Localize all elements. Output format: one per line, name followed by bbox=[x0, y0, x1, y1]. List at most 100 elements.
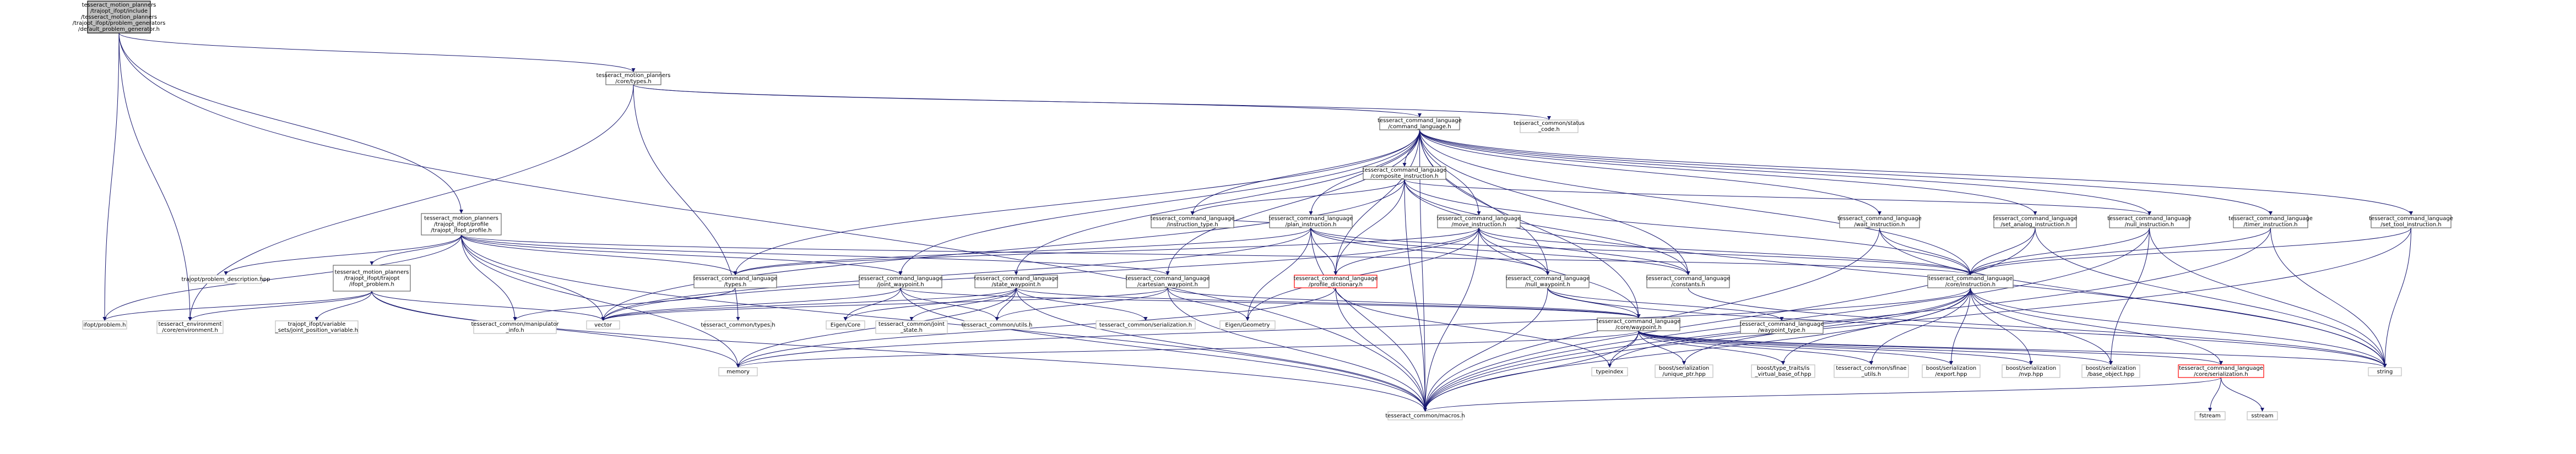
node-core-types[interactable]: tesseract_motion_planners/core/types.h bbox=[596, 72, 671, 85]
node-utils: tesseract_common/utils.h bbox=[962, 320, 1032, 330]
node-plan-instruction[interactable]: tesseract_command_language/plan_instruct… bbox=[1269, 215, 1353, 228]
node-label-line: tesseract_common/serialization.h bbox=[1099, 322, 1192, 329]
node-command-language[interactable]: tesseract_command_language/command_langu… bbox=[1378, 117, 1462, 130]
node-string: string bbox=[2368, 367, 2402, 376]
edge-types-to-manipulator_info bbox=[513, 287, 736, 321]
node-label-line: tesseract_motion_planners bbox=[424, 216, 498, 222]
node-label-line: /constants.h bbox=[1671, 282, 1705, 288]
edge-state_waypoint-to-joint_state bbox=[909, 287, 1017, 321]
node-trajopt-ifopt-problem[interactable]: tesseract_motion_planners/trajopt_ifopt/… bbox=[333, 265, 411, 292]
node-serialization: tesseract_common/serialization.h bbox=[1096, 320, 1196, 330]
edge-core_waypoint-to-string bbox=[1638, 330, 2387, 368]
node-trajopt-ifopt-profile[interactable]: tesseract_motion_planners/trajopt_ifopt/… bbox=[421, 213, 502, 236]
edge-profile_dictionary-to-typeindex bbox=[1335, 287, 1612, 368]
node-core-instruction[interactable]: tesseract_command_language/core/instruct… bbox=[1927, 275, 2014, 288]
edge-move_instruction-to-types bbox=[733, 227, 1479, 276]
node-label-line: /nvp.hpp bbox=[2019, 371, 2043, 378]
edge-core_waypoint-to-memory bbox=[736, 330, 1639, 368]
edge-core_waypoint-to-unique_ptr bbox=[1638, 330, 1686, 365]
edge-root-to-trajopt_ifopt_profile bbox=[118, 32, 463, 214]
node-box bbox=[2081, 364, 2140, 378]
node-box bbox=[704, 320, 772, 330]
edge-command_language-to-set_tool_instruction bbox=[1419, 129, 2413, 216]
node-label-line: _sets/joint_position_variable.h bbox=[275, 327, 358, 333]
node-label-line: tesseract_command_language bbox=[1506, 276, 1590, 282]
edge-move_instruction-to-macros bbox=[1423, 227, 1479, 412]
node-nvp-hpp: boost/serialization/nvp.hpp bbox=[2002, 364, 2060, 378]
node-fstream: fstream bbox=[2194, 411, 2226, 420]
node-box bbox=[1269, 215, 1353, 228]
edge-composite_instruction-to-profile_dictionary bbox=[1333, 179, 1405, 276]
node-label-line: sstream bbox=[2251, 413, 2273, 419]
edge-root-to-environment bbox=[118, 32, 192, 321]
node-wait-instruction[interactable]: tesseract_command_language/wait_instruct… bbox=[1837, 215, 1922, 228]
node-instruction-type[interactable]: tesseract_command_language/instruction_t… bbox=[1151, 215, 1235, 228]
node-vector: vector bbox=[586, 320, 620, 330]
edge-command_language-to-joint_waypoint bbox=[898, 129, 1420, 276]
node-waypoint-type[interactable]: tesseract_command_language/waypoint_type… bbox=[1740, 320, 1824, 334]
node-core-waypoint[interactable]: tesseract_command_language/core/waypoint… bbox=[1597, 318, 1681, 331]
node-label-line: /base_object.hpp bbox=[2087, 371, 2134, 378]
edge-state_waypoint-to-macros bbox=[1016, 287, 1427, 412]
node-box bbox=[1597, 318, 1680, 331]
node-joint-waypoint[interactable]: tesseract_command_language/joint_waypoin… bbox=[859, 275, 943, 288]
node-null-instruction[interactable]: tesseract_command_language/null_instruct… bbox=[2107, 215, 2192, 228]
node-label-line: _virtual_base_of.hpp bbox=[1755, 371, 1812, 378]
node-label-line: memory bbox=[726, 369, 750, 375]
edge-core_instruction-to-export_hpp bbox=[1949, 287, 1971, 365]
node-state-waypoint[interactable]: tesseract_command_language/state_waypoin… bbox=[974, 275, 1059, 288]
node-box bbox=[2109, 215, 2190, 228]
node-box bbox=[1839, 215, 1920, 228]
node-box bbox=[718, 367, 758, 376]
node-move-instruction[interactable]: tesseract_command_language/move_instruct… bbox=[1437, 215, 1521, 228]
node-constants[interactable]: tesseract_command_language/constants.h bbox=[1646, 275, 1731, 288]
edge-set_tool_instruction-to-string bbox=[2383, 227, 2411, 368]
edge-trajopt_ifopt_profile-to-trajopt_ifopt_problem bbox=[370, 234, 462, 266]
edge-core_instruction-to-memory bbox=[736, 287, 1971, 368]
node-box bbox=[1363, 166, 1446, 180]
node-box bbox=[1126, 275, 1210, 288]
node-label-line: /export.hpp bbox=[1935, 371, 1967, 378]
edge-command_language-to-set_analog_instruction bbox=[1419, 129, 2037, 216]
node-label-line: /ifopt_problem.h bbox=[349, 282, 394, 288]
node-root[interactable]: tesseract_motion_planners/trajopt_ifopt/… bbox=[73, 1, 166, 34]
node-composite-instruction[interactable]: tesseract_command_language/composite_ins… bbox=[1363, 166, 1447, 180]
node-label-line: /null_instruction.h bbox=[2125, 222, 2174, 228]
node-profile-dictionary[interactable]: tesseract_command_language/profile_dicti… bbox=[1294, 275, 1378, 288]
node-box bbox=[1520, 119, 1579, 133]
node-box bbox=[974, 275, 1058, 288]
edge-core_waypoint-to-export_hpp bbox=[1638, 330, 1953, 365]
node-label-line: ifopt/problem.h bbox=[84, 322, 126, 329]
node-set-analog-instruction[interactable]: tesseract_command_language/set_analog_in… bbox=[1993, 215, 2078, 228]
node-eigen-geometry: Eigen/Geometry bbox=[1219, 320, 1276, 330]
node-box bbox=[473, 320, 557, 334]
edge-state_waypoint-to-utils bbox=[995, 287, 1017, 321]
node-timer-instruction[interactable]: tesseract_command_language/timer_instruc… bbox=[2228, 215, 2313, 228]
node-manipulator-info: tesseract_common/manipulator_info.h bbox=[471, 320, 559, 334]
edge-move_instruction-to-constants bbox=[1478, 227, 1690, 276]
node-types[interactable]: tesseract_command_language/types.h bbox=[693, 275, 778, 288]
node-label-line: vector bbox=[594, 322, 612, 329]
node-core-serialization[interactable]: tesseract_command_language/core/serializ… bbox=[2178, 364, 2264, 378]
edge-move_instruction-to-eigen_geometry bbox=[1245, 227, 1479, 321]
node-label-line: /move_instruction.h bbox=[1451, 222, 1506, 228]
edge-trajopt_ifopt_problem-to-ifopt_problem bbox=[102, 291, 372, 321]
node-label-line: tesseract_common/status bbox=[1514, 121, 1585, 127]
node-label-line: boost/serialization bbox=[2086, 365, 2136, 371]
node-null-waypoint[interactable]: tesseract_command_language/null_waypoint… bbox=[1506, 275, 1590, 288]
edge-set_analog_instruction-to-string bbox=[2035, 227, 2387, 368]
node-cartesian-waypoint[interactable]: tesseract_command_language/cartesian_way… bbox=[1126, 275, 1210, 288]
edge-null_waypoint-to-waypoint_type bbox=[1547, 287, 1784, 321]
node-box bbox=[2194, 411, 2226, 420]
node-box bbox=[87, 1, 151, 34]
node-box bbox=[963, 320, 1031, 330]
edge-command_language-to-core_instruction bbox=[1419, 129, 1972, 276]
node-set-tool-instruction[interactable]: tesseract_command_language/set_tool_inst… bbox=[2369, 215, 2453, 228]
edge-set_tool_instruction-to-macros bbox=[1423, 227, 2411, 412]
node-label-line: tesseract_command_language bbox=[1363, 167, 1447, 173]
edge-command_language-to-null_instruction bbox=[1419, 129, 2151, 216]
edge-profile_dictionary-to-memory bbox=[736, 287, 1336, 368]
node-label-line: tesseract_command_language bbox=[1437, 216, 1521, 222]
edge-composite_instruction-to-constants bbox=[1404, 179, 1690, 276]
node-label-line: /core/serialization.h bbox=[2194, 371, 2248, 378]
